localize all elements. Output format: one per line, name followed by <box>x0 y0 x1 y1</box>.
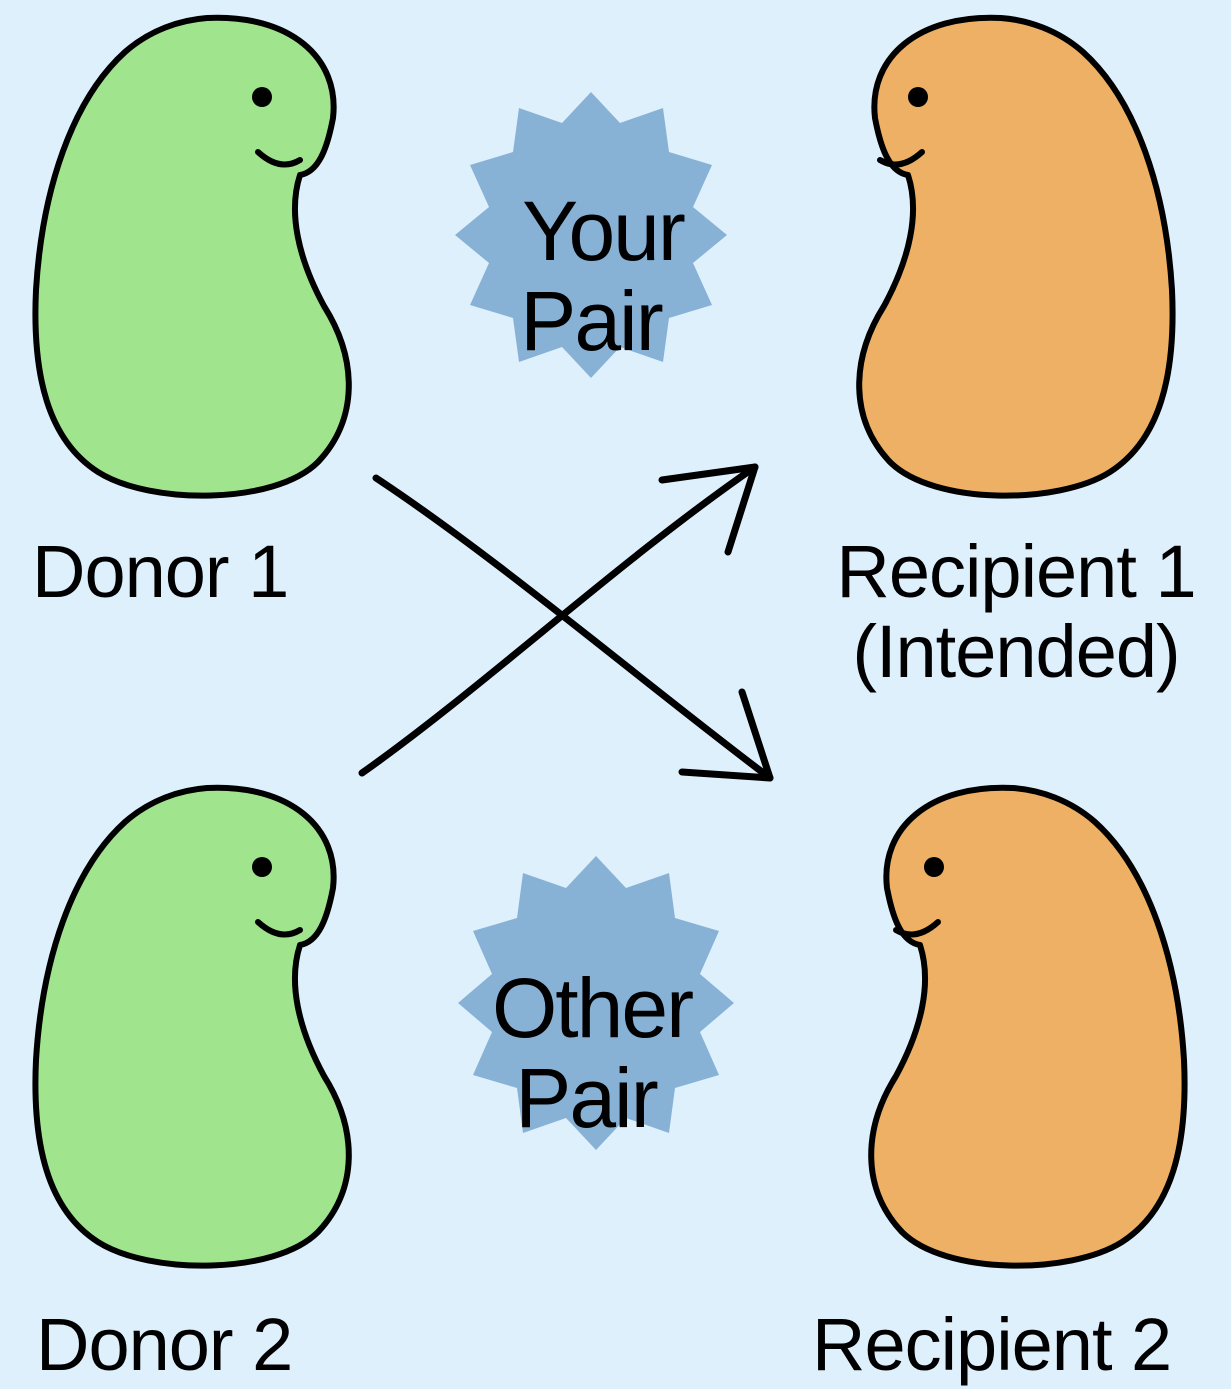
donor-2-label: Donor 2 <box>36 1305 292 1385</box>
eye-icon <box>252 857 272 877</box>
your-pair-badge: Your Pair <box>455 92 727 378</box>
badge-top-line2: Pair <box>520 274 662 368</box>
eye-icon <box>924 857 944 877</box>
recipient-2-kidney-icon <box>871 788 1184 1266</box>
arrow-donor1-to-recipient2 <box>376 478 770 778</box>
recipient-1-label-group: Recipient 1 (Intended) <box>806 532 1226 692</box>
recipient-1-label: Recipient 1 <box>806 532 1226 612</box>
recipient-1-kidney-icon <box>859 18 1172 496</box>
donor-2-kidney-icon <box>35 788 348 1266</box>
arrow-line <box>376 478 770 778</box>
eye-icon <box>908 87 928 107</box>
badge-top-line1: Your <box>522 184 685 278</box>
eye-icon <box>252 87 272 107</box>
badge-bottom-line2: Pair <box>515 1051 657 1145</box>
recipient-2-label: Recipient 2 <box>812 1305 1171 1385</box>
recipient-1-intended-note: (Intended) <box>806 612 1226 692</box>
other-pair-badge: Other Pair <box>458 856 734 1150</box>
donor-1-label: Donor 1 <box>32 532 288 612</box>
badge-bottom-line1: Other <box>492 961 693 1055</box>
donor-1-kidney-icon <box>35 18 348 496</box>
